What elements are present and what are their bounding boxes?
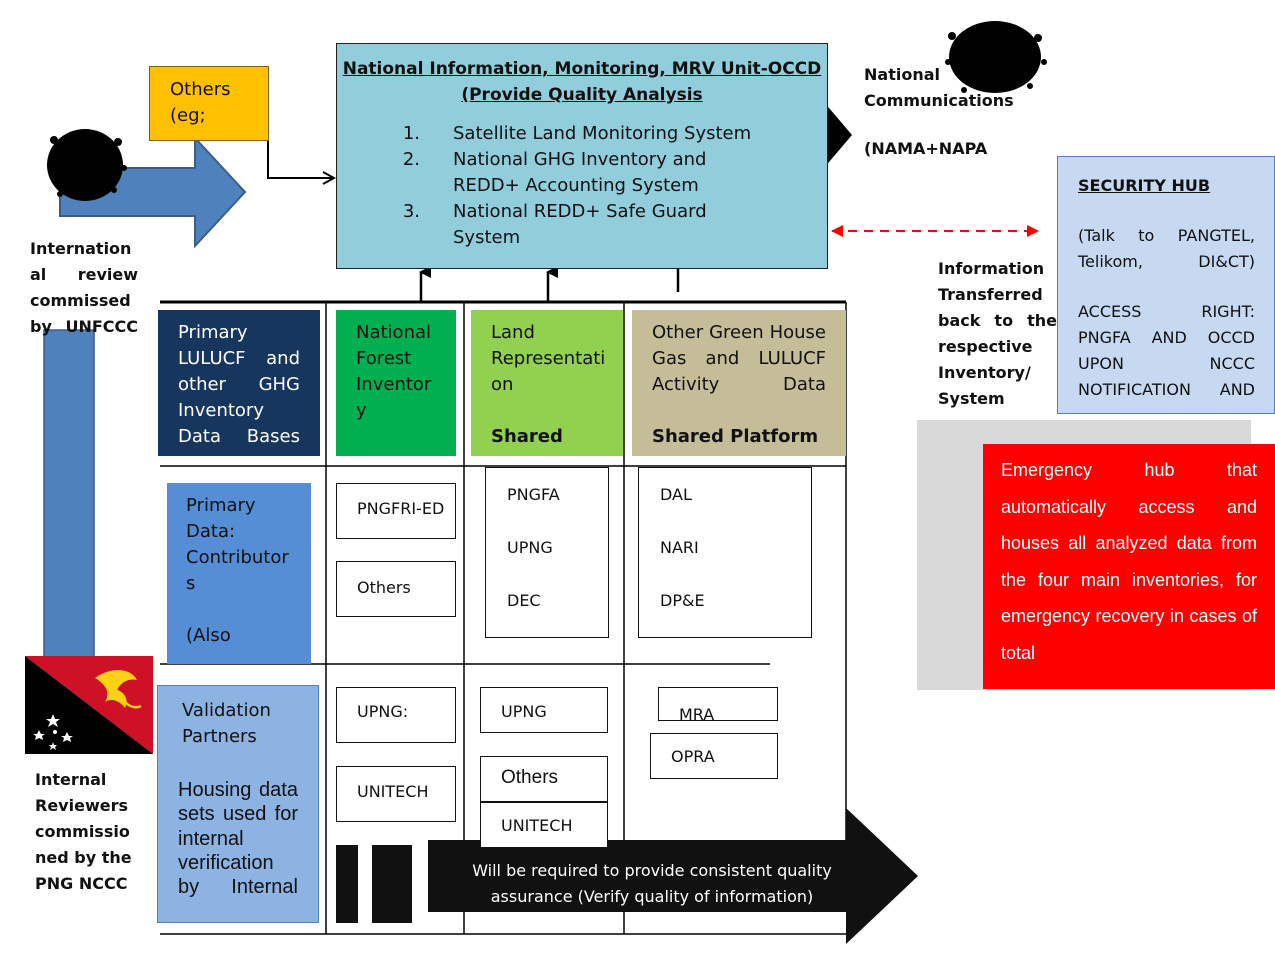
validation-box: UNITECH: [336, 766, 456, 822]
validation-box: MRA: [658, 687, 778, 721]
others-line1: Others: [170, 79, 231, 100]
central-unit-box: National Information, Monitoring, MRV Un…: [336, 43, 828, 269]
emergency-hub-box: Emergency hub that automatically access …: [983, 444, 1275, 689]
housing-data-text: Housing data sets used for internal veri…: [178, 779, 298, 899]
security-hub-title: SECURITY HUB: [1078, 176, 1211, 195]
primary-data-contributors-box: Primary Data: Contributor s (Also: [167, 483, 311, 664]
validation-label: Validation Partners: [182, 700, 271, 747]
international-review-label: Internation al review commissed by UNFCC…: [30, 239, 138, 336]
qa-bar-1: [336, 845, 358, 923]
national-comms-label: National Communications (NAMA+NAPA: [864, 65, 1014, 158]
validation-box: UPNG: [480, 687, 608, 733]
primary-lulucf-box: Primary LULUCF and other GHG Inventory D…: [158, 310, 320, 456]
others-line2: (eg;: [170, 105, 206, 126]
contributors-also: (Also: [186, 625, 231, 646]
central-title-line2: (Provide Quality Analysis: [461, 85, 703, 105]
other-contributors-box: DAL NARI DP&E: [638, 467, 812, 638]
central-title-line1: National Information, Monitoring, MRV Un…: [342, 59, 822, 79]
info-transferred-label: Information Transferred back to the resp…: [938, 259, 1057, 408]
other-ghg-label: Other Green House Gas and LULUCF Activit…: [652, 322, 826, 395]
land-contributors-box: PNGFA UPNG DEC: [485, 467, 609, 638]
emergency-hub-text: Emergency hub that automatically access …: [1001, 460, 1257, 663]
blob-icon: [47, 129, 127, 201]
security-hub-access: ACCESS RIGHT: PNGFA AND OCCD UPON NCCC N…: [1078, 302, 1255, 399]
validation-partners-box: Validation Partners: [157, 685, 319, 923]
contributor-box: Others: [336, 561, 456, 617]
qa-arrow-text: Will be required to provide consistent q…: [472, 861, 832, 906]
central-items-list: 1. Satellite Land Monitoring System 2. N…: [337, 121, 827, 251]
blob-icon: [945, 21, 1047, 93]
central-item: 2. National GHG Inventory and REDD+ Acco…: [402, 149, 707, 196]
land-rep-label: Land Representati on: [491, 322, 606, 395]
security-hub-box: SECURITY HUB (Talk to PANGTEL, Telikom, …: [1057, 156, 1275, 414]
other-ghg-box: Other Green House Gas and LULUCF Activit…: [632, 310, 846, 456]
security-hub-talk: (Talk to PANGTEL, Telikom, DI&CT): [1078, 226, 1255, 271]
land-rep-shared: Shared: [491, 426, 563, 447]
others-connector-arrow: [267, 140, 334, 178]
national-forest-box: National Forest Inventor y: [336, 310, 456, 456]
contributor-box: PNGFRI-ED: [336, 483, 456, 539]
internal-reviewers-label: Internal Reviewers commissio ned by the …: [35, 770, 132, 893]
other-ghg-shared: Shared Platform: [652, 426, 819, 447]
png-flag-icon: [25, 656, 153, 754]
validation-box: Others: [480, 756, 608, 802]
validation-box: UNITECH: [480, 802, 608, 848]
validation-box: UPNG:: [336, 687, 456, 743]
validation-box: OPRA: [650, 733, 778, 779]
qa-bar-2: [372, 845, 412, 923]
central-item: 1. Satellite Land Monitoring System: [402, 123, 752, 144]
international-review-arrow: [59, 135, 247, 249]
others-box: Others (eg;: [149, 66, 269, 141]
internal-review-bar: [43, 329, 95, 661]
land-representation-box: Land Representati on Shared: [471, 310, 623, 456]
central-item: 3. National REDD+ Safe Guard System: [402, 201, 707, 248]
contributors-label: Primary Data: Contributor s: [186, 495, 289, 594]
